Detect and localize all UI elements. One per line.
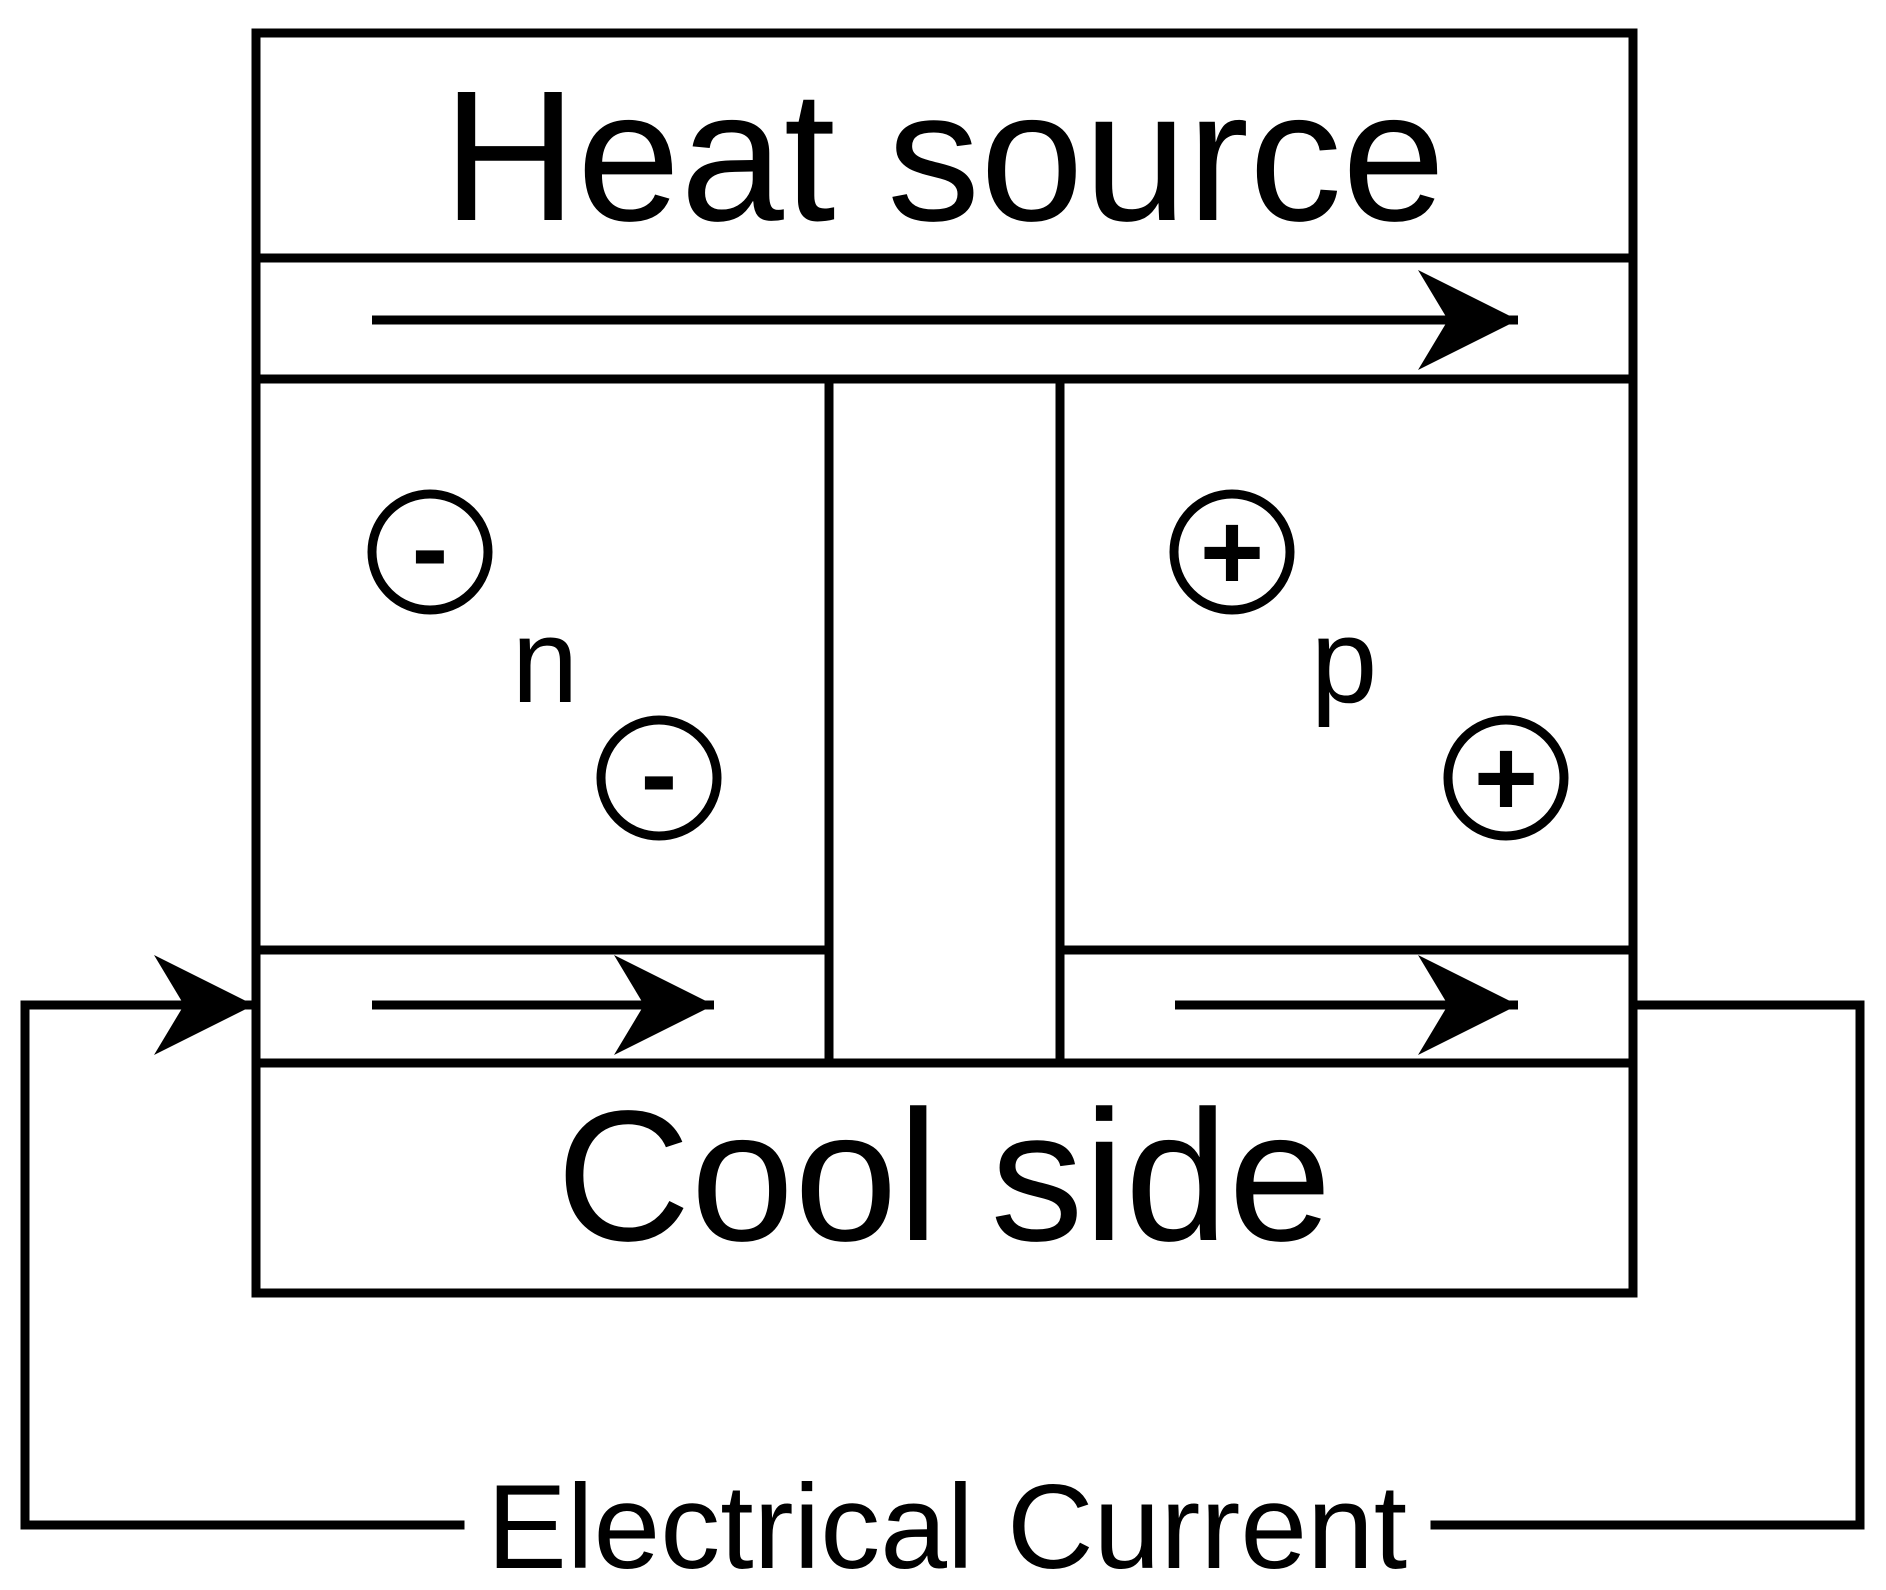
electron-circle-2	[596, 715, 722, 841]
hole-circle-1	[1169, 489, 1295, 615]
p-type-label: p	[1311, 594, 1378, 728]
n-type-label: n	[512, 594, 579, 728]
electron-circle-1	[367, 489, 493, 615]
hole-circle-2	[1443, 715, 1569, 841]
electron-sign-1: -	[412, 487, 449, 610]
external-circuit-wire	[20, 1000, 1865, 1530]
electrical-current-label: Electrical Current	[487, 1460, 1407, 1590]
electron-sign-2: -	[641, 713, 678, 836]
cool-side-label: Cool side	[556, 1073, 1331, 1280]
module-frame	[251, 28, 1638, 1298]
heat-source-label: Heat source	[443, 53, 1446, 260]
hole-sign-1: +	[1200, 491, 1264, 614]
hole-sign-2: +	[1474, 717, 1538, 840]
